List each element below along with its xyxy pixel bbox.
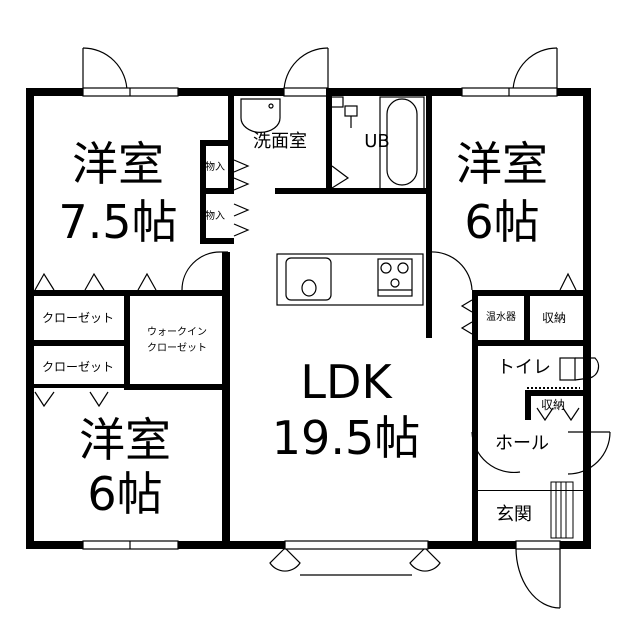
ldk-bay-doors	[269, 547, 441, 576]
door-ne-top	[512, 47, 558, 93]
room-name-storage-1: 物入	[205, 162, 225, 173]
room-name-closet-1: クローゼット	[41, 311, 115, 325]
shoe-rack-icon	[550, 481, 574, 539]
room-name-ldk: LDK	[300, 355, 392, 409]
bathtub-icon	[379, 96, 425, 190]
room-name-storage-2: 物入	[205, 211, 225, 222]
room-size-western-sw: 6帖	[87, 467, 163, 521]
room-name-hall: ホール	[495, 433, 549, 454]
entrance-door	[515, 547, 561, 609]
room-name-entrance: 玄関	[496, 504, 532, 525]
room-name-bath: UB	[364, 131, 390, 152]
room-name-toilet: トイレ	[497, 357, 551, 378]
sink-icon	[285, 257, 332, 301]
room-name-western-nw: 洋室	[72, 137, 164, 191]
room-size-western-ne: 6帖	[464, 195, 540, 249]
room-name-western-sw: 洋室	[79, 413, 171, 467]
door-nw-top	[82, 47, 128, 93]
room-name-western-ne: 洋室	[456, 137, 548, 191]
room-name-storage-hall: 収納	[540, 398, 566, 412]
room-name-washroom: 洗面室	[253, 131, 307, 152]
kitchen-counter	[276, 253, 424, 306]
room-name-closet-2: クローゼット	[41, 360, 115, 374]
room-name-water-heater: 温水器	[486, 312, 516, 323]
stove-icon	[377, 258, 413, 297]
washbasin-icon	[240, 98, 281, 133]
door-wash-top	[283, 47, 329, 93]
room-name-walk-in-closet-line1: ウォークイン	[147, 327, 207, 338]
room-name-storage-ne: 収納	[541, 311, 567, 325]
room-size-western-nw: 7.5帖	[58, 195, 178, 249]
room-name-walk-in-closet-line2: クローゼット	[147, 343, 207, 354]
toilet-door	[559, 357, 600, 381]
room-size-ldk: 19.5帖	[271, 411, 421, 465]
